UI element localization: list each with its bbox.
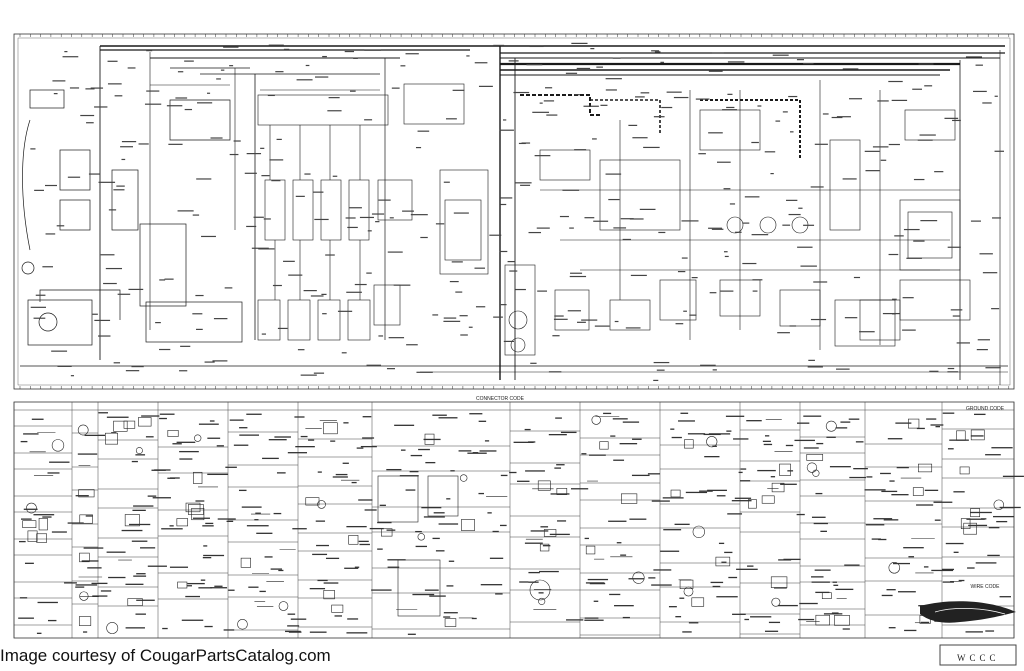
wccc-logo-text: WCCC [957,653,1000,663]
ground-code-title: GROUND CODE [966,406,1005,412]
image-credit-caption: Image courtesy of CougarPartsCatalog.com [0,646,331,665]
wccc-logo [920,601,1017,666]
wire-code-title: WIRE CODE [971,584,1001,590]
connector-code-title: CONNECTOR CODE [476,396,525,402]
